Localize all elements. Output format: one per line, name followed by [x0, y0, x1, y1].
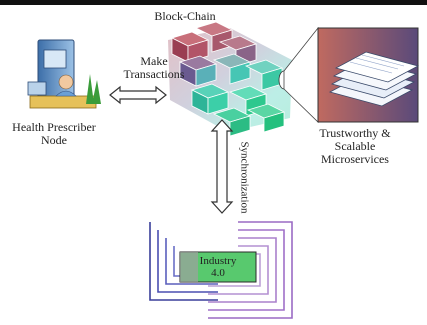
top-border-rule [0, 0, 427, 5]
transaction-arrow [109, 85, 167, 105]
document-stack-icon [328, 51, 420, 107]
server-screen [43, 49, 67, 69]
make-transactions-label: Make Transactions [118, 55, 190, 81]
person-body [55, 90, 77, 97]
microservices-line-3: Microservices [321, 152, 389, 166]
health-prescriber-line-1: Health Prescriber [12, 120, 96, 134]
blockchain-cubes [168, 21, 292, 137]
person-head [58, 74, 74, 90]
sync-double-arrow [210, 119, 234, 214]
industry-label: Industry 4.0 [183, 255, 253, 279]
make-transactions-line-1: Make [140, 54, 168, 68]
health-prescriber-node-illustration [27, 39, 101, 109]
monitor [27, 81, 47, 96]
microservices-line-1: Trustworthy & [319, 126, 391, 140]
microservices-label: Trustworthy & Scalable Microservices [300, 127, 410, 166]
industry-box-shade [180, 252, 198, 282]
synchronization-arrow [210, 119, 234, 214]
cube-row-2 [178, 53, 284, 91]
cube-row-3 [190, 83, 286, 137]
make-transactions-line-2: Transactions [123, 67, 185, 81]
microservices-callout [278, 26, 420, 123]
blockchain-label: Block-Chain [154, 9, 216, 23]
plant-icon [86, 74, 101, 104]
transaction-double-arrow [109, 85, 167, 105]
health-prescriber-label: Health Prescriber Node [4, 121, 104, 147]
industry-lines [149, 221, 293, 319]
synchronization-label: Synchronization [238, 141, 251, 214]
health-prescriber-line-2: Node [41, 133, 67, 147]
industry-line-2: 4.0 [211, 267, 225, 279]
industry-line-1: Industry [199, 255, 237, 267]
desk [29, 95, 97, 109]
microservices-line-2: Scalable [334, 139, 376, 153]
